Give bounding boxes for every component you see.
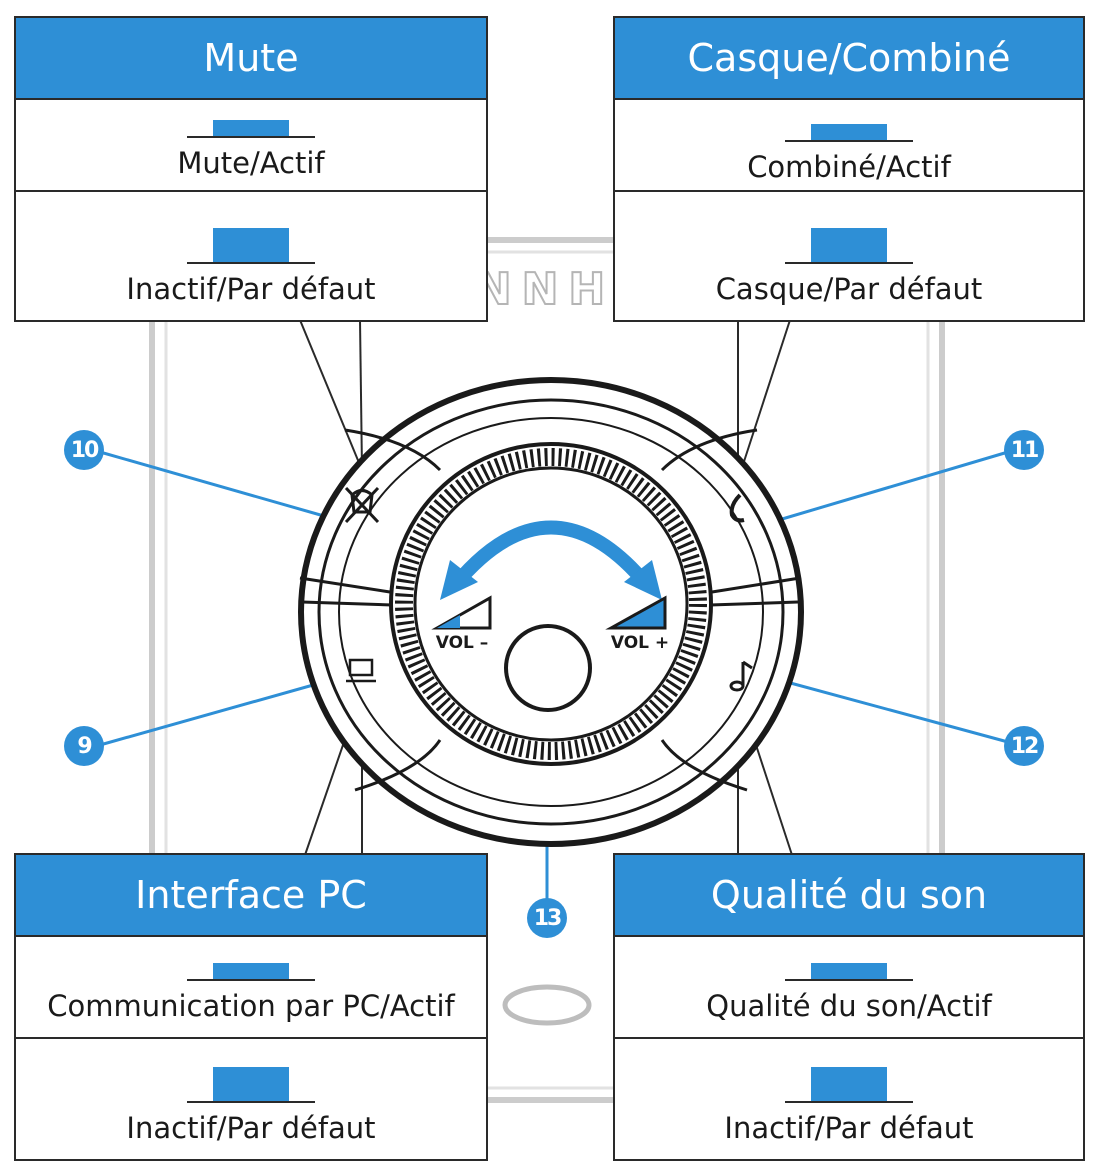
headset-active-row: Combiné/Actif (615, 100, 1083, 192)
default-indicator-icon (187, 228, 315, 264)
active-indicator-icon (187, 120, 315, 138)
default-indicator-icon (187, 1067, 315, 1103)
callout-11: 11 (1004, 430, 1044, 470)
sound-active-row: Qualité du son/Actif (615, 937, 1083, 1039)
music-note-icon (729, 660, 753, 692)
control-unit: VOL – VOL + (298, 377, 804, 847)
mute-panel-title: Mute (16, 18, 486, 100)
device-bottom-button (502, 984, 592, 1026)
sound-active-label: Qualité du son/Actif (706, 989, 992, 1023)
pc-default-row: Inactif/Par défaut (16, 1039, 486, 1159)
pc-panel-title: Interface PC (16, 855, 486, 937)
vol-minus-label: VOL – (436, 633, 489, 653)
pc-panel: Interface PC Communication par PC/Actif … (14, 853, 488, 1161)
vol-plus-label: VOL + (611, 633, 669, 653)
headset-panel-title: Casque/Combiné (615, 18, 1083, 100)
default-indicator-icon (785, 228, 913, 264)
mute-default-row: Inactif/Par défaut (16, 192, 486, 320)
pc-default-label: Inactif/Par défaut (126, 1111, 376, 1145)
sound-default-row: Inactif/Par défaut (615, 1039, 1083, 1159)
volume-rotation-arrow-icon (449, 520, 653, 590)
mute-panel: Mute Mute/Actif Inactif/Par défaut (14, 16, 488, 322)
active-indicator-icon (785, 963, 913, 981)
vol-minus-wedge-icon (431, 595, 492, 630)
device-brand-text: NNH (475, 264, 615, 315)
center-button (504, 624, 592, 712)
sound-panel-title: Qualité du son (615, 855, 1083, 937)
active-indicator-icon (187, 963, 315, 981)
pc-active-row: Communication par PC/Actif (16, 937, 486, 1039)
active-indicator-icon (785, 124, 913, 142)
headset-panel: Casque/Combiné Combiné/Actif Casque/Par … (613, 16, 1085, 322)
mute-active-row: Mute/Actif (16, 100, 486, 192)
headset-active-label: Combiné/Actif (747, 150, 951, 184)
mute-icon (344, 486, 380, 524)
handset-icon (729, 493, 745, 523)
mute-active-label: Mute/Actif (177, 146, 325, 180)
callout-13: 13 (527, 898, 567, 938)
callout-12: 12 (1004, 726, 1044, 766)
sound-panel: Qualité du son Qualité du son/Actif Inac… (613, 853, 1085, 1161)
headset-default-row: Casque/Par défaut (615, 192, 1083, 320)
vol-plus-wedge-icon (605, 595, 667, 630)
pc-icon (346, 658, 376, 683)
pc-active-label: Communication par PC/Actif (47, 989, 455, 1023)
callout-9: 9 (64, 726, 104, 766)
default-indicator-icon (785, 1067, 913, 1103)
sound-default-label: Inactif/Par défaut (724, 1111, 974, 1145)
headset-default-label: Casque/Par défaut (715, 272, 983, 306)
callout-10: 10 (64, 430, 104, 470)
mute-default-label: Inactif/Par défaut (126, 272, 376, 306)
